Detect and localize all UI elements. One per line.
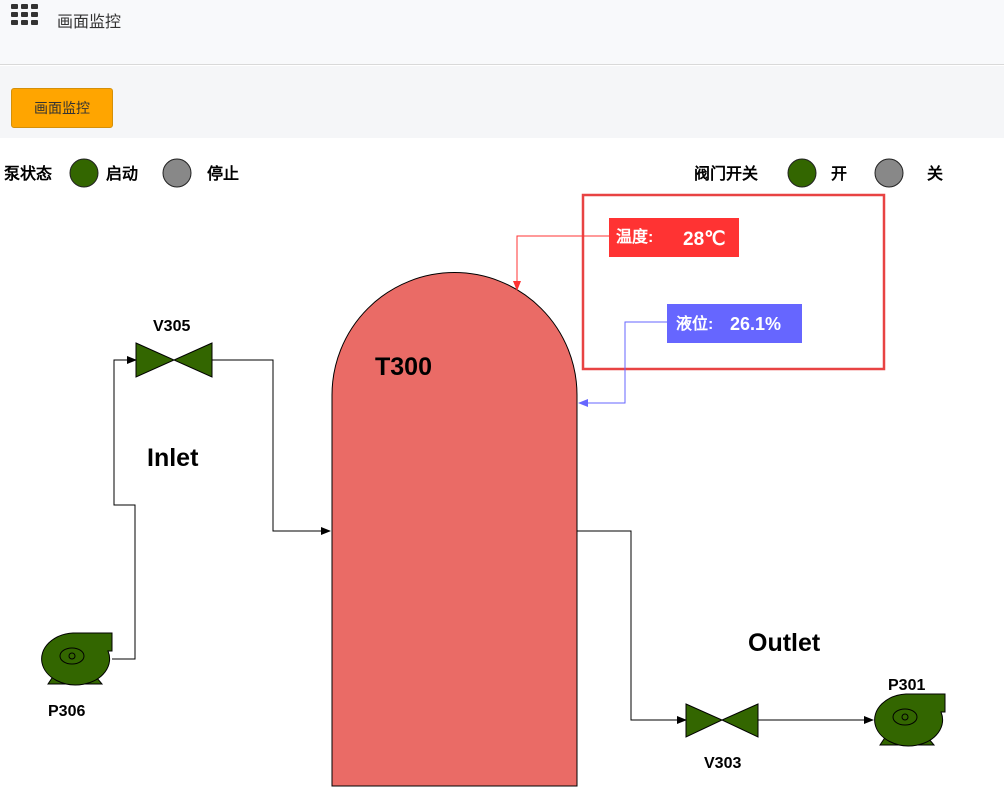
level-value: 26.1%	[730, 314, 781, 334]
inlet-pipe-lower	[112, 356, 137, 660]
temperature-reading-box	[609, 218, 739, 257]
top-bar: 画面监控	[0, 0, 1004, 65]
valve-v305-label: V305	[153, 318, 190, 335]
pump-p301-label: P301	[888, 677, 925, 694]
level-reading-box	[667, 304, 802, 343]
temperature-value: 28℃	[683, 229, 725, 250]
valve-v305[interactable]	[135, 342, 213, 378]
valve-v303[interactable]	[685, 703, 759, 738]
pump-off-indicator	[162, 158, 192, 188]
tank-t300[interactable]	[331, 272, 578, 787]
temperature-connector	[513, 235, 609, 291]
readings-highlight-box	[581, 193, 886, 371]
process-diagram: 泵状态 启动 停止 阀门开关 开 关 T300 温度: 28℃ 液位: 26.1…	[3, 158, 946, 787]
valve-open-indicator	[787, 158, 817, 188]
tab-bar	[0, 66, 1004, 138]
level-connector	[578, 321, 667, 407]
pump-off-label: 停止	[207, 164, 239, 183]
pump-p306[interactable]	[41, 632, 113, 686]
valve-closed-indicator	[874, 158, 904, 188]
valve-v303-label: V303	[704, 755, 741, 772]
apps-grid-icon[interactable]	[11, 4, 41, 26]
inlet-label: Inlet	[147, 444, 199, 472]
pump-p301[interactable]	[874, 693, 946, 747]
pump-p306-label: P306	[48, 703, 85, 720]
valve-open-label: 开	[831, 165, 847, 183]
inlet-pipe-upper	[212, 359, 331, 535]
app-title: 画面监控	[57, 12, 122, 31]
pump-status-title: 泵状态	[3, 164, 52, 183]
tab-monitor[interactable]: 画面监控	[11, 88, 113, 128]
scada-canvas: 泵状态 启动 停止 阀门开关 开 关 T300 温度: 28℃ 液位: 26.1…	[0, 138, 1004, 804]
tank-label: T300	[375, 353, 432, 381]
pump-on-indicator	[69, 158, 99, 188]
valve-status-title: 阀门开关	[694, 164, 758, 183]
pump-on-label: 启动	[106, 164, 138, 183]
level-label: 液位:	[676, 314, 713, 333]
temperature-label: 温度:	[615, 227, 653, 246]
valve-closed-label: 关	[927, 164, 943, 183]
outlet-pipe-lower	[577, 530, 687, 724]
outlet-label: Outlet	[748, 629, 821, 657]
